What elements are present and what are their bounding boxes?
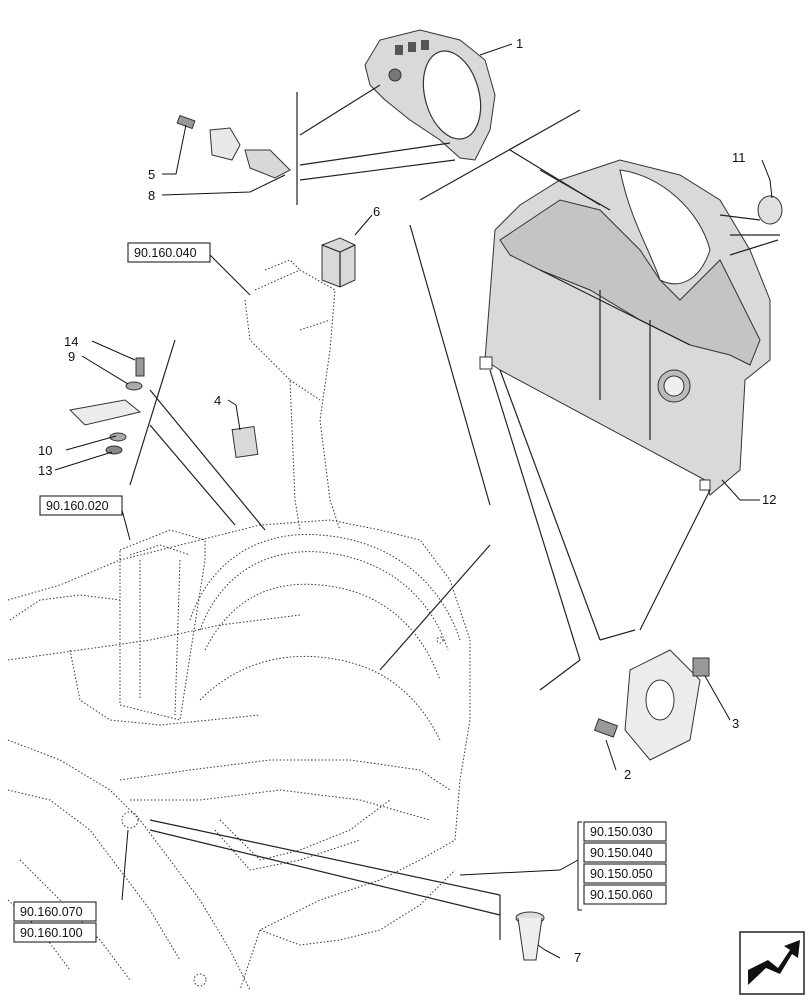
callout-10: 10 — [38, 443, 52, 458]
ref-90-150-060: 90.150.060 — [590, 888, 653, 902]
callout-6: 6 — [373, 204, 380, 219]
callout-14: 14 — [64, 334, 78, 349]
label-part — [231, 426, 259, 458]
callout-11: 11 — [732, 150, 746, 165]
steering-column-cover-part — [479, 159, 771, 496]
pad-part — [321, 237, 356, 288]
instrument-bezel-part — [364, 29, 496, 161]
explosion-lines — [129, 84, 780, 940]
callout-4: 4 — [214, 393, 221, 408]
screw-clip-part — [176, 114, 291, 179]
callout-9: 9 — [68, 349, 75, 364]
cab-frame-outline — [7, 259, 471, 991]
callout-numbers: 1 5 8 6 11 12 4 14 9 10 13 2 3 7 — [38, 36, 776, 965]
callout-7: 7 — [574, 950, 581, 965]
callout-5: 5 — [148, 167, 155, 182]
callout-13: 13 — [38, 463, 52, 478]
ref-90-150-040: 90.150.040 — [590, 846, 653, 860]
reference-boxes: 90.160.040 90.160.020 90.160.070 90.160.… — [13, 242, 667, 943]
hardware-stack — [68, 357, 145, 455]
ref-90-160-100: 90.160.100 — [20, 926, 83, 940]
callout-8: 8 — [148, 188, 155, 203]
callout-2: 2 — [624, 767, 631, 782]
ref-90-160-070: 90.160.070 — [20, 905, 83, 919]
leader-lines — [54, 43, 773, 959]
ref-90-160-040: 90.160.040 — [134, 246, 197, 260]
ref-90-150-030: 90.150.030 — [590, 825, 653, 839]
callout-1: 1 — [516, 36, 523, 51]
callout-12: 12 — [762, 492, 776, 507]
cap-part — [757, 195, 783, 225]
return-arrow-icon[interactable] — [739, 931, 805, 995]
callout-3: 3 — [732, 716, 739, 731]
mount-bracket-part — [593, 649, 710, 761]
grommet-part — [515, 911, 545, 961]
ref-90-160-020: 90.160.020 — [46, 499, 109, 513]
ref-90-150-050: 90.150.050 — [590, 867, 653, 881]
